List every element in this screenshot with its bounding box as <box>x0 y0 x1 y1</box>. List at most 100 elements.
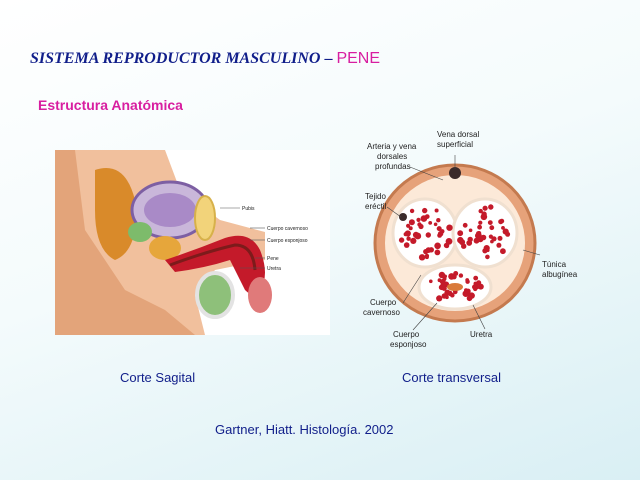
deep-vessel <box>399 213 407 221</box>
caption-sagittal: Corte Sagital <box>120 370 196 385</box>
title-accent: PENE <box>336 50 381 67</box>
erectile-dot <box>437 231 444 237</box>
penis-body <box>165 235 265 295</box>
erectile-dot <box>485 254 490 260</box>
label-arteria-2: dorsales <box>377 152 407 161</box>
seminal-vesicle <box>128 222 152 242</box>
erectile-dot <box>398 237 405 243</box>
erectile-dot <box>504 229 509 234</box>
sagittal-section-figure: Pubis Cuerpo cavernoso Cuerpo esponjoso … <box>55 150 330 335</box>
prostate <box>149 236 181 260</box>
erectile-dot <box>482 205 488 211</box>
label-vena-dorsal-1: Vena dorsal <box>437 130 479 139</box>
slide-title: SISTEMA REPRODUCTOR MASCULINO – PENE <box>30 50 380 68</box>
label-tejido-1: Tejido <box>365 192 386 201</box>
skin-fold <box>55 150 195 335</box>
erectile-dot <box>408 219 415 226</box>
erectile-dot <box>444 243 450 249</box>
transverse-section-figure: Vena dorsal superficial Arteria y vena d… <box>363 130 578 349</box>
erectile-dot <box>436 295 443 302</box>
erectile-dot <box>441 285 447 291</box>
erectile-dot <box>420 215 428 222</box>
erectile-dot <box>473 275 479 281</box>
title-dash: – <box>324 50 333 67</box>
erectile-dot <box>481 235 485 239</box>
title-main: SISTEMA REPRODUCTOR MASCULINO <box>30 50 321 67</box>
erectile-dot <box>445 238 453 245</box>
erectile-dot <box>500 248 506 255</box>
erectile-dot <box>466 240 473 246</box>
erectile-dot <box>406 223 411 228</box>
erectile-dot <box>466 295 473 302</box>
erectile-dot <box>501 226 505 230</box>
label-cuerpo-esponjoso-2: esponjoso <box>390 340 427 349</box>
erectile-dot <box>477 224 482 230</box>
erectile-dot <box>477 283 484 290</box>
erectile-dot <box>408 226 413 231</box>
caption-transverse: Corte transversal <box>402 370 501 385</box>
pubic-bone <box>194 195 216 241</box>
label-pene: Pene <box>267 256 279 262</box>
erectile-dot <box>473 237 480 244</box>
erectile-dot <box>436 226 442 232</box>
erectile-dot <box>441 278 446 284</box>
label-cuerpo-cavernoso: Cuerpo cavernoso <box>267 226 308 232</box>
label-tunica-1: Túnica <box>542 260 567 269</box>
erectile-tissue-dots <box>398 204 511 302</box>
erectile-dot <box>404 230 411 237</box>
erectile-dot <box>465 279 470 284</box>
erectile-dot <box>410 237 417 244</box>
erectile-dot <box>489 225 495 231</box>
erectile-dot <box>433 222 438 227</box>
bladder-lumen <box>144 193 196 227</box>
erectile-dot <box>418 254 426 261</box>
citation: Gartner, Hiatt. Histología. 2002 <box>215 422 394 437</box>
erectile-dot <box>445 295 449 300</box>
erectile-dot <box>412 231 420 238</box>
erectile-dot <box>403 242 410 248</box>
label-tunica-2: albugínea <box>542 270 578 279</box>
label-cuerpo-esponjoso-1: Cuerpo <box>393 330 420 339</box>
label-arteria-1: Arteria y vena <box>367 142 417 151</box>
erectile-dot <box>481 211 487 217</box>
erectile-dot <box>437 278 442 283</box>
erectile-dot <box>416 217 421 222</box>
erectile-dot <box>461 243 467 249</box>
label-uretra-trans: Uretra <box>470 330 493 339</box>
erectile-dot <box>422 207 428 214</box>
erectile-dot <box>434 249 441 256</box>
label-cuerpo-esponjoso: Cuerpo esponjoso <box>267 238 308 244</box>
erectile-dot <box>497 235 503 241</box>
erectile-dot <box>434 242 441 250</box>
slide-subtitle: Estructura Anatómica <box>38 97 183 113</box>
erectile-dot <box>491 236 497 242</box>
erectile-dot <box>428 221 433 225</box>
erectile-dot <box>473 281 478 286</box>
erectile-dot <box>429 279 433 284</box>
testis <box>195 271 235 319</box>
erectile-dot <box>447 290 453 296</box>
label-cuerpo-cavernoso-2: cavernoso <box>363 308 400 317</box>
erectile-dot <box>468 228 473 233</box>
erectile-dot <box>436 218 441 223</box>
erectile-dot <box>424 255 429 260</box>
erectile-dot <box>462 222 468 228</box>
urethra-line <box>169 243 257 271</box>
erectile-dot <box>458 273 464 278</box>
erectile-dot <box>478 220 483 225</box>
erectile-dot <box>499 218 505 224</box>
erectile-dot <box>453 271 459 276</box>
erectile-dot <box>478 208 483 214</box>
erectile-dot <box>465 288 471 294</box>
erectile-dot <box>425 232 431 238</box>
erectile-dot <box>443 274 447 279</box>
erectile-dot <box>406 236 411 241</box>
erectile-dot <box>457 230 464 237</box>
erectile-dot <box>496 242 502 248</box>
erectile-dot <box>488 204 494 210</box>
erectile-dot <box>417 222 422 227</box>
label-uretra: Uretra <box>267 266 281 272</box>
label-arteria-3: profundas <box>375 162 411 171</box>
erectile-dot <box>485 248 490 253</box>
label-cuerpo-cavernoso-1: Cuerpo <box>370 298 397 307</box>
